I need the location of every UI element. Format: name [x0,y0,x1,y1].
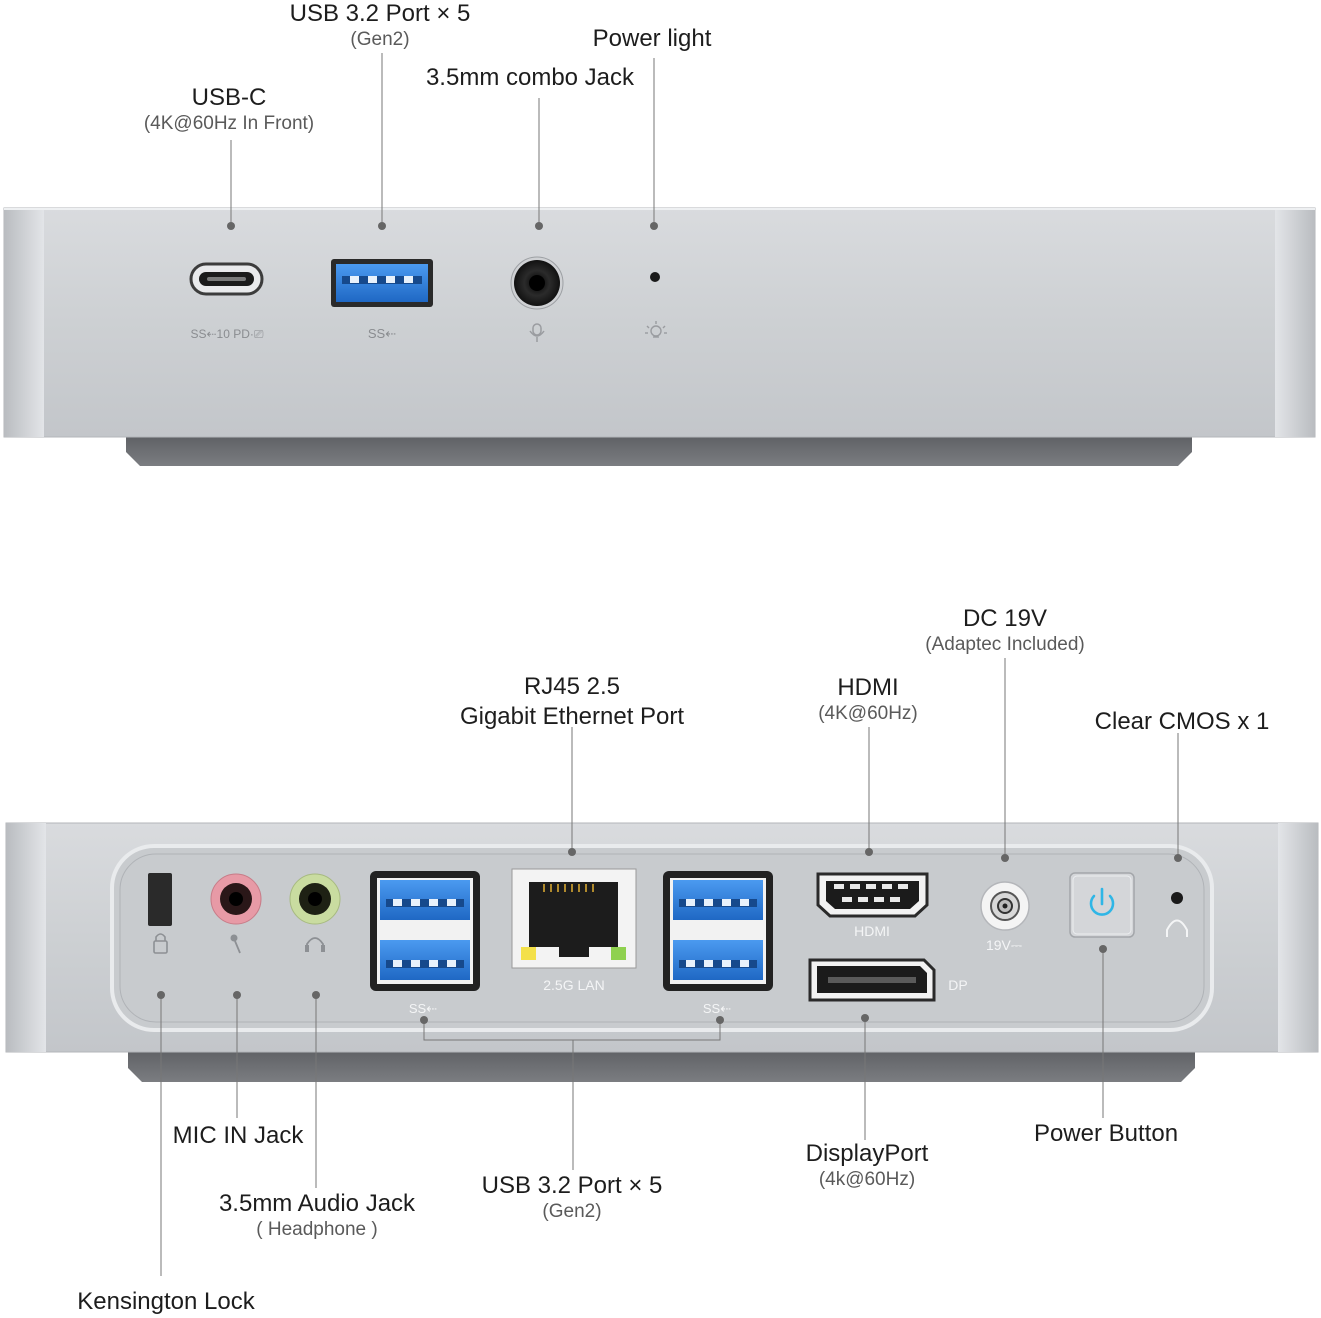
label-front-usb32-title: USB 3.2 Port × 5 [289,0,471,27]
front-leader-lines [227,53,658,230]
dc-in-port [980,881,1030,931]
label-kensington-title: Kensington Lock [77,1288,255,1315]
headset-icon [529,323,545,342]
label-rear-usb32: USB 3.2 Port × 5 (Gen2) [481,1172,663,1222]
dc-mark: 19V⎓ [986,937,1022,953]
rear-io-panel [110,844,1214,1032]
label-audio: 3.5mm Audio Jack ( Headphone ) [218,1190,416,1240]
label-dc-title: DC 19V [962,605,1048,632]
label-audio-sub: ( Headphone ) [256,1219,378,1240]
front-combo-jack [510,256,564,310]
front-usbc-mark: SS⇠10 PD·⎚ [190,327,263,341]
label-front-usb32-sub: (Gen2) [350,29,410,50]
label-rj45-line1: RJ45 2.5 [523,673,621,700]
label-cmos: Clear CMOS x 1 [1095,710,1270,734]
hdmi-mark: HDMI [854,923,890,939]
label-front-usbc-title: USB-C [191,84,267,111]
label-dp-title: DisplayPort [805,1140,929,1167]
rear-leader-lines [157,658,1182,1276]
label-rj45: RJ45 2.5 Gigabit Ethernet Port [460,675,684,729]
label-front-combo-title: 3.5mm combo Jack [425,64,635,91]
dp-mark: DP [948,977,967,993]
lan-port [511,868,637,969]
rear-unit: SS⇠ 2.5G LAN [5,658,1319,1276]
lan-mark: 2.5G LAN [543,977,604,993]
label-rear-usb32-title: USB 3.2 Port × 5 [481,1172,663,1199]
label-dc-sub: (Adaptec Included) [925,634,1085,655]
light-bulb-icon [645,321,667,338]
kensington-slot [148,873,172,926]
rear-usb-stack-left [370,871,480,991]
label-cmos-title: Clear CMOS x 1 [1094,708,1270,735]
rear-usb-right-mark: SS⇠ [703,1001,731,1016]
microphone-icon [230,934,241,954]
label-hdmi-sub: (4K@60Hz) [818,703,918,724]
label-dc: DC 19V (Adaptec Included) [925,605,1085,655]
label-dp-sub: (4k@60Hz) [818,1169,916,1190]
label-hdmi: HDMI (4K@60Hz) [818,674,918,724]
rear-usb-stack-right [663,871,773,991]
front-usb-a-port [331,259,433,307]
label-hdmi-title: HDMI [837,674,899,701]
power-button[interactable] [1069,872,1135,938]
audio-jack [289,873,341,925]
lock-icon [153,933,168,954]
label-mic-title: MIC IN Jack [172,1122,304,1149]
label-power-button-title: Power Button [1033,1120,1179,1147]
front-usbc-port [189,262,264,296]
label-front-usbc: USB-C (4K@60Hz In Front) [143,84,315,134]
power-icon [1089,887,1115,916]
label-rj45-line2: Gigabit Ethernet Port [459,703,685,730]
label-dp: DisplayPort (4k@60Hz) [805,1140,929,1190]
displayport-port [808,958,936,1002]
label-front-combo: 3.5mm combo Jack [426,66,634,90]
cmos-icon [1166,919,1188,937]
label-power-button: Power Button [1034,1122,1178,1146]
label-front-usb32: USB 3.2 Port × 5 (Gen2) [289,0,471,50]
label-front-power-light: Power light [593,27,712,51]
clear-cmos-pinhole[interactable] [1171,892,1183,904]
label-mic: MIC IN Jack [173,1124,304,1148]
rear-usb-left-mark: SS⇠ [409,1001,437,1016]
hdmi-port [816,872,929,918]
label-audio-title: 3.5mm Audio Jack [218,1190,416,1217]
front-unit: SS⇠10 PD·⎚ SS⇠ [3,53,1316,466]
label-kensington: Kensington Lock [77,1290,254,1314]
front-usb-mark: SS⇠ [368,326,396,341]
label-front-power-light-title: Power light [592,25,712,52]
rear-base [128,1050,1195,1082]
headphone-icon [305,937,325,952]
front-base [126,436,1192,466]
mic-jack [210,873,262,925]
front-chassis [3,207,1316,438]
label-rear-usb32-sub: (Gen2) [542,1201,602,1222]
label-front-usbc-sub: (4K@60Hz In Front) [143,113,315,134]
front-power-light [650,272,660,282]
